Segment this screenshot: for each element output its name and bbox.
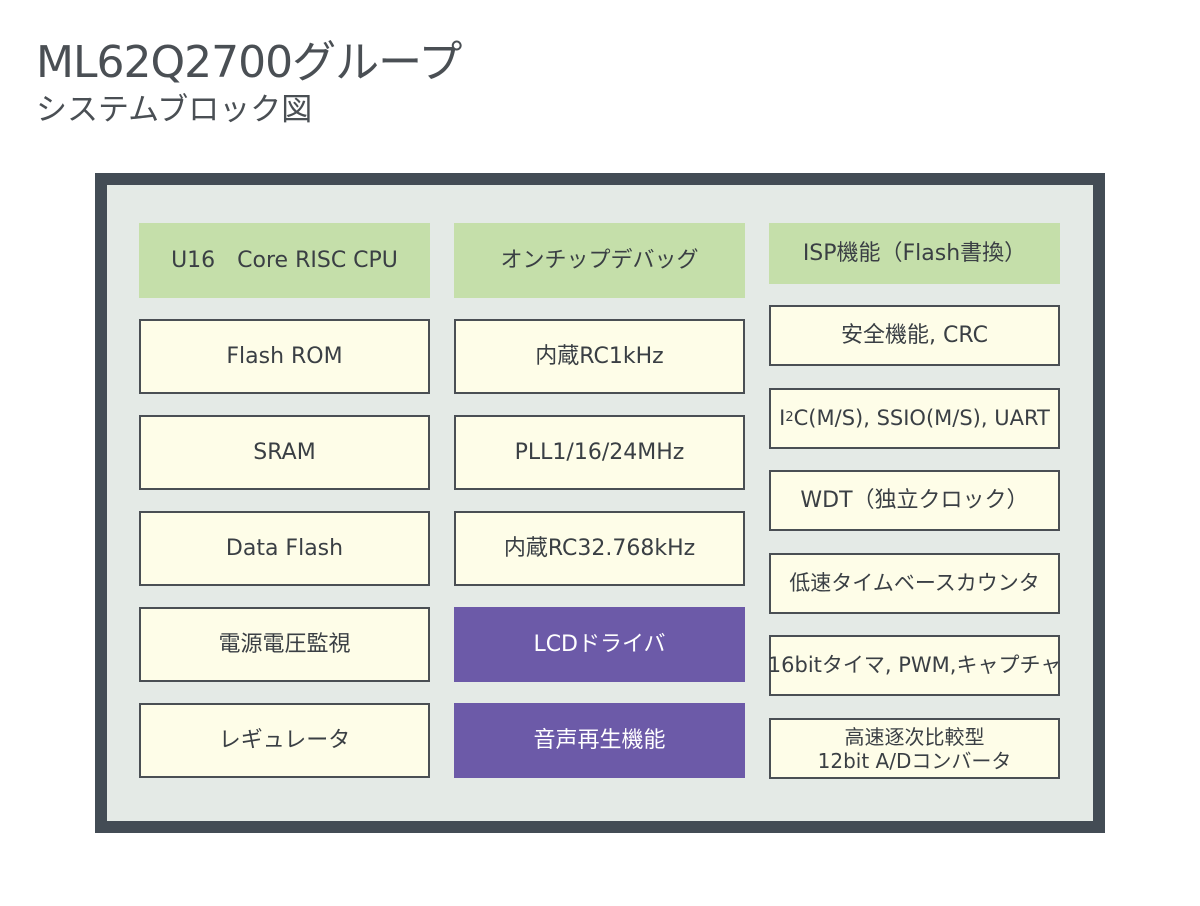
block-voltage-monitor: 電源電圧監視 <box>139 607 430 682</box>
adc-line-2: 12bit A/Dコンバータ <box>817 748 1012 773</box>
block-rc32k: 内蔵RC32.768kHz <box>454 511 745 586</box>
block-sram: SRAM <box>139 415 430 490</box>
page-title: ML62Q2700グループ <box>36 37 462 88</box>
block-wdt: WDT（独立クロック） <box>769 470 1060 531</box>
block-lowspeed-timer: 低速タイムベースカウンタ <box>769 553 1060 614</box>
block-regulator: レギュレータ <box>139 703 430 778</box>
serial-label-superscript: 2 <box>785 410 794 426</box>
serial-label-rest: C(M/S), SSIO(M/S), UART <box>793 406 1050 431</box>
block-flash-rom: Flash ROM <box>139 319 430 394</box>
block-lcd-driver: LCDドライバ <box>454 607 745 682</box>
block-rc1k: 内蔵RC1kHz <box>454 319 745 394</box>
page-subtitle: システムブロック図 <box>36 92 313 128</box>
block-sound: 音声再生機能 <box>454 703 745 778</box>
adc-line-1: 高速逐次比較型 <box>844 724 985 749</box>
block-data-flash: Data Flash <box>139 511 430 586</box>
block-cpu: U16 Core RISC CPU <box>139 223 430 298</box>
block-safety: 安全機能, CRC <box>769 305 1060 366</box>
block-timer16: 16bitタイマ, PWM,キャプチャ <box>768 635 1061 696</box>
serial-label-i: I <box>779 406 786 431</box>
block-isp: ISP機能（Flash書換） <box>769 223 1060 284</box>
block-pll: PLL1/16/24MHz <box>454 415 745 490</box>
block-adc: 高速逐次比較型 12bit A/Dコンバータ <box>769 718 1060 779</box>
block-debug: オンチップデバッグ <box>454 223 745 298</box>
